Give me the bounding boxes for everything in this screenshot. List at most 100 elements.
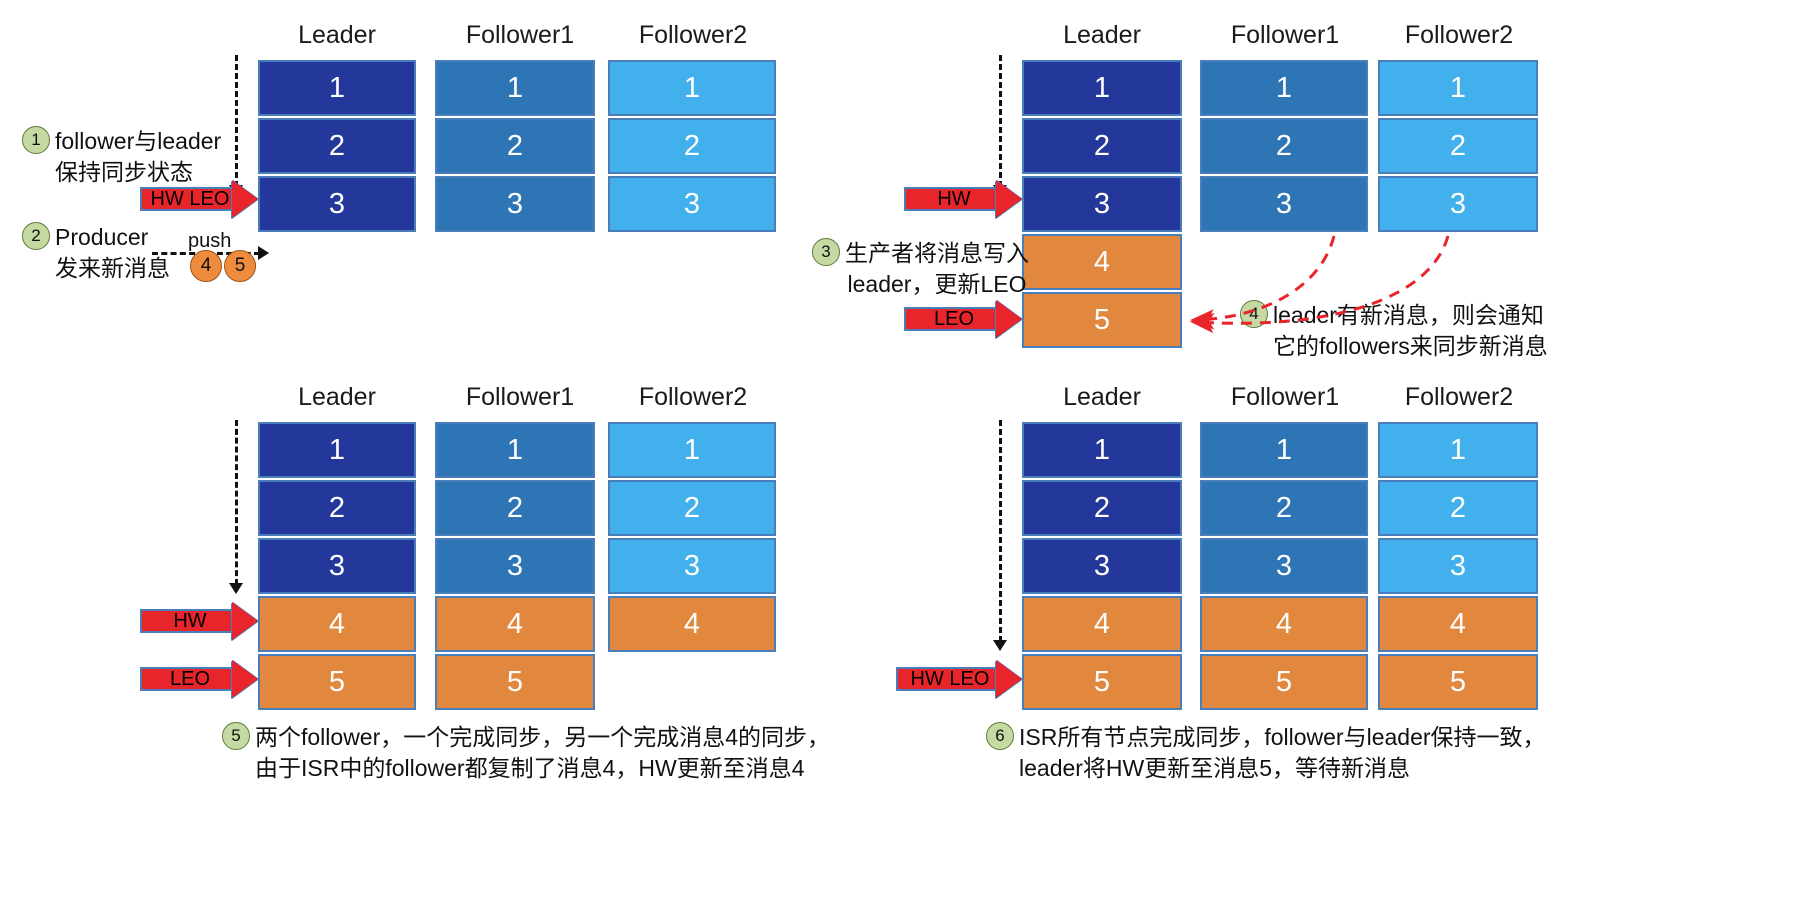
panel1-follower2-cell-3: 3 <box>608 176 776 232</box>
panel1-step-2-text: Producer 发来新消息 <box>55 224 170 281</box>
panel2-step-3: 3 生产者将消息写入 leader，更新LEO <box>812 238 1030 300</box>
panel3-follower1-cell-5: 5 <box>435 654 595 710</box>
panel1-pending-msg-4: 4 <box>190 250 222 282</box>
panel1-follower1-cell-1: 1 <box>435 60 595 116</box>
panel4-leader-cell-4: 4 <box>1022 596 1182 652</box>
panel3-follower1-cell-1: 1 <box>435 422 595 478</box>
panel3-hw-arrow-shaft <box>140 609 234 633</box>
panel2-leader-cell-4: 4 <box>1022 234 1182 290</box>
panel1-leader-cell-1: 1 <box>258 60 416 116</box>
panel1-leader-cell-3: 3 <box>258 176 416 232</box>
panel3-header-follower1: Follower1 <box>465 383 575 411</box>
panel2-follower2-cell-1: 1 <box>1378 60 1538 116</box>
panel1-hw-leo-arrow-head <box>232 180 258 218</box>
panel2-leader-cell-3: 3 <box>1022 176 1182 232</box>
panel2-step-4-bullet: 4 <box>1240 300 1268 328</box>
panel3-leader-cell-5: 5 <box>258 654 416 710</box>
panel1-follower2-cell-2: 2 <box>608 118 776 174</box>
panel2-step-3-bullet: 3 <box>812 238 840 266</box>
panel3-follower1-cell-2: 2 <box>435 480 595 536</box>
panel2-hw-arrow-head <box>996 180 1022 218</box>
panel2-header-leader: Leader <box>1063 21 1141 49</box>
panel4-header-leader: Leader <box>1063 383 1141 411</box>
panel2-hw-arrow: HW <box>904 180 1022 218</box>
panel2-hw-arrow-shaft <box>904 187 998 211</box>
panel1-header-leader: Leader <box>298 21 376 49</box>
panel3-hw-arrow-head <box>232 602 258 640</box>
panel4-follower2-cell-4: 4 <box>1378 596 1538 652</box>
panel1-step-1: 1 follower与leader 保持同步状态 <box>22 126 242 188</box>
panel4-follower1-cell-3: 3 <box>1200 538 1368 594</box>
panel4-follower1-cell-1: 1 <box>1200 422 1368 478</box>
panel3-leo-arrow-head <box>232 660 258 698</box>
panel2-step-4-text: leader有新消息，则会通知 它的followers来同步新消息 <box>1273 302 1548 359</box>
panel2-follower2-cell-3: 3 <box>1378 176 1538 232</box>
panel3-follower2-cell-3: 3 <box>608 538 776 594</box>
panel1-step-1-text: follower与leader 保持同步状态 <box>55 128 222 185</box>
panel3-follower1-cell-3: 3 <box>435 538 595 594</box>
panel1-push-label: push <box>188 230 232 252</box>
panel3-leo-arrow-shaft <box>140 667 234 691</box>
panel3-leader-cell-1: 1 <box>258 422 416 478</box>
panel4-timeline-arrowhead <box>993 640 1007 651</box>
panel3-timeline-arrowhead <box>229 583 243 594</box>
panel4-hw-leo-arrow-head <box>996 660 1022 698</box>
panel2-follower2-cell-2: 2 <box>1378 118 1538 174</box>
panel4-follower2-cell-1: 1 <box>1378 422 1538 478</box>
panel1-step-1-bullet: 1 <box>22 126 50 154</box>
panel1-follower1-cell-3: 3 <box>435 176 595 232</box>
panel2-leo-arrow-label: LEO <box>933 308 975 330</box>
panel3-step-5: 5 两个follower，一个完成同步，另一个完成消息4的同步， 由于ISR中的… <box>222 722 862 784</box>
panel3-timeline <box>235 420 238 585</box>
panel2-leo-arrow-shaft <box>904 307 998 331</box>
panel4-leader-cell-5: 5 <box>1022 654 1182 710</box>
panel3-leader-cell-3: 3 <box>258 538 416 594</box>
panel1-step-2: 2 Producer 发来新消息 <box>22 222 242 284</box>
panel2-header-follower1: Follower1 <box>1230 21 1340 49</box>
panel4-follower2-cell-5: 5 <box>1378 654 1538 710</box>
panel3-header-follower2: Follower2 <box>638 383 748 411</box>
panel1-step-2-bullet: 2 <box>22 222 50 250</box>
panel3-follower2-cell-2: 2 <box>608 480 776 536</box>
panel3-leo-arrow: LEO <box>140 660 258 698</box>
panel2-step-4: 4 leader有新消息，则会通知 它的followers来同步新消息 <box>1240 300 1818 362</box>
panel4-hw-leo-arrow-label: HW LEO <box>910 668 990 690</box>
panel2-leader-cell-1: 1 <box>1022 60 1182 116</box>
panel4-follower1-cell-5: 5 <box>1200 654 1368 710</box>
panel4-leader-cell-1: 1 <box>1022 422 1182 478</box>
panel1-push-arrowhead <box>258 246 269 260</box>
panel4-follower1-cell-4: 4 <box>1200 596 1368 652</box>
panel2-follower1-cell-1: 1 <box>1200 60 1368 116</box>
panel4-timeline <box>999 420 1002 642</box>
panel4-step-6: 6 ISR所有节点完成同步，follower与leader保持一致， leade… <box>986 722 1626 784</box>
panel4-follower2-cell-3: 3 <box>1378 538 1538 594</box>
panel4-step-6-bullet: 6 <box>986 722 1014 750</box>
panel4-step-6-text: ISR所有节点完成同步，follower与leader保持一致， leader将… <box>1019 724 1546 781</box>
panel4-header-follower2: Follower2 <box>1404 383 1514 411</box>
panel2-leader-cell-5: 5 <box>1022 292 1182 348</box>
panel4-follower1-cell-2: 2 <box>1200 480 1368 536</box>
panel3-hw-arrow-label: HW <box>173 610 207 632</box>
panel4-leader-cell-2: 2 <box>1022 480 1182 536</box>
panel4-leader-cell-3: 3 <box>1022 538 1182 594</box>
panel4-hw-leo-arrow-shaft <box>896 667 998 691</box>
panel1-hw-leo-arrow-shaft <box>140 187 234 211</box>
panel4-header-follower1: Follower1 <box>1230 383 1340 411</box>
panel3-hw-arrow: HW <box>140 602 258 640</box>
panel1-follower2-cell-1: 1 <box>608 60 776 116</box>
panel1-hw-leo-arrow-label: HW LEO <box>150 188 230 210</box>
panel2-timeline <box>999 55 1002 187</box>
panel2-leo-arrow: LEO <box>904 300 1022 338</box>
panel1-follower1-cell-2: 2 <box>435 118 595 174</box>
panel3-leader-cell-4: 4 <box>258 596 416 652</box>
panel2-leo-arrow-head <box>996 300 1022 338</box>
panel3-leo-arrow-label: LEO <box>169 668 211 690</box>
panel1-leader-cell-2: 2 <box>258 118 416 174</box>
panel3-follower1-cell-4: 4 <box>435 596 595 652</box>
panel3-step-5-bullet: 5 <box>222 722 250 750</box>
panel3-follower2-cell-4: 4 <box>608 596 776 652</box>
panel3-follower2-cell-1: 1 <box>608 422 776 478</box>
panel1-header-follower2: Follower2 <box>638 21 748 49</box>
panel4-follower2-cell-2: 2 <box>1378 480 1538 536</box>
panel1-hw-leo-arrow: HW LEO <box>140 180 258 218</box>
